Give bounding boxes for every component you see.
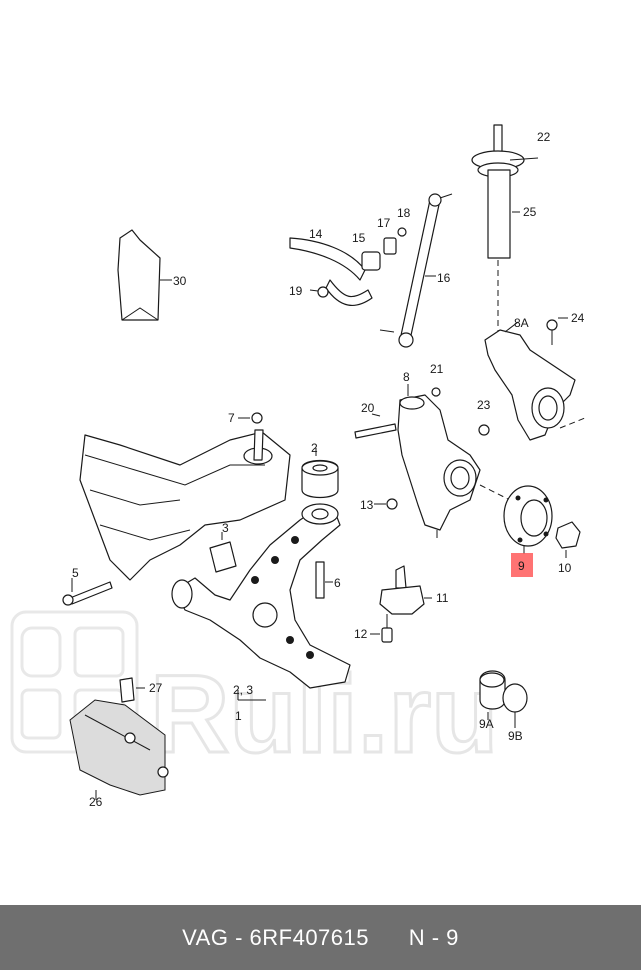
label-17: 17 <box>377 216 391 230</box>
label-2-3: 2, 3 <box>233 683 253 697</box>
label-14: 14 <box>309 227 323 241</box>
label-19: 19 <box>289 284 303 298</box>
label-12: 12 <box>354 627 368 641</box>
label-11: 11 <box>436 591 449 605</box>
control-arm-1 <box>171 448 351 701</box>
label-20: 20 <box>361 401 375 415</box>
label-27: 27 <box>149 681 163 695</box>
bearing-9A-9B <box>479 670 528 728</box>
label-26: 26 <box>89 795 103 809</box>
watermark-logo-icon <box>10 610 139 754</box>
label-8A: 8A <box>514 316 529 330</box>
highlight-box <box>511 553 533 577</box>
label-6: 6 <box>334 576 341 590</box>
label-15: 15 <box>352 231 366 245</box>
knuckle-8 <box>354 384 511 538</box>
footer-brand: VAG <box>182 924 229 950</box>
label-7: 7 <box>228 411 235 425</box>
label-13: 13 <box>360 498 374 512</box>
label-9: 9 <box>518 559 525 573</box>
label-16: 16 <box>437 271 451 285</box>
subframe <box>62 412 291 606</box>
ball-joint-11 <box>370 565 432 643</box>
shield-26 <box>69 677 169 800</box>
knuckle-8A <box>484 317 586 441</box>
part-labels: 22 25 14 17 18 15 16 19 30 8A 24 8 21 20… <box>72 130 585 809</box>
footer-part-number: 6RF407615 <box>249 924 369 950</box>
label-1: 1 <box>235 709 242 723</box>
footer-bar: VAG - 6RF407615 N - 9 <box>0 905 641 970</box>
label-21: 21 <box>430 362 444 376</box>
grease-tube-30 <box>117 229 172 321</box>
label-5: 5 <box>72 566 79 580</box>
parts-diagram: Ruli.ru <box>10 124 586 809</box>
label-30: 30 <box>173 274 187 288</box>
stabilizer-14-16 <box>289 193 453 348</box>
label-8: 8 <box>403 370 410 384</box>
label-18: 18 <box>397 206 411 220</box>
label-2: 2 <box>311 441 318 455</box>
footer-gap <box>369 925 409 951</box>
label-9A: 9A <box>479 717 494 731</box>
strut-25 <box>471 124 539 335</box>
label-22: 22 <box>537 130 551 144</box>
footer-separator: - <box>228 924 250 950</box>
label-25: 25 <box>523 205 537 219</box>
label-3: 3 <box>222 521 229 535</box>
label-9B: 9B <box>508 729 523 743</box>
label-10: 10 <box>558 561 572 575</box>
wheel-hub-9 <box>503 485 581 558</box>
label-23: 23 <box>477 398 491 412</box>
label-24: 24 <box>571 311 585 325</box>
footer-position: N - 9 <box>408 924 459 950</box>
